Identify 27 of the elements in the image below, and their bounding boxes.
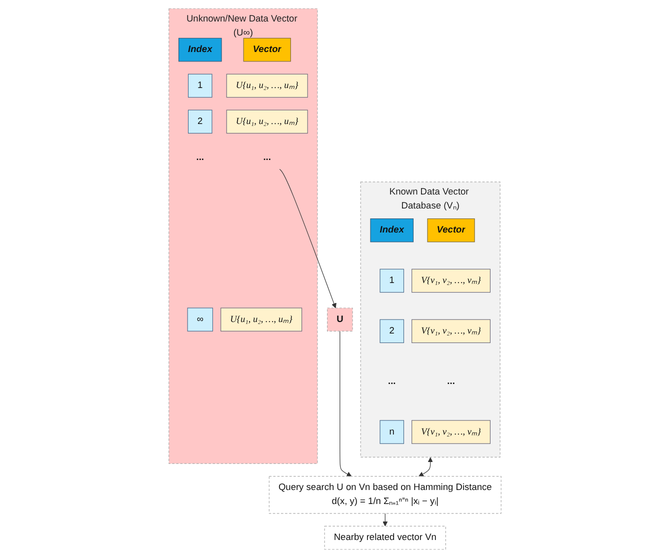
node-box: 2 bbox=[188, 110, 212, 134]
node-box: 1 bbox=[380, 268, 404, 293]
node-box: U{u₁, u₂, …, uₘ} bbox=[226, 74, 308, 98]
node-text: ... bbox=[447, 376, 455, 386]
node-box: Nearby related vector Vn bbox=[324, 526, 446, 550]
node-box: U{u₁, u₂, …, uₘ} bbox=[220, 308, 302, 332]
node-box: U{u₁, u₂, …, uₘ} bbox=[226, 110, 308, 134]
arrow bbox=[382, 513, 388, 526]
node-box: V{v₁, v₂, …, vₘ} bbox=[412, 420, 491, 444]
arrow bbox=[279, 168, 336, 308]
node-box: Query search U on Vn based on Hamming Distance d(x, y) = 1/n Σₙ₌₁ⁿ⁼ⁿ |xᵢ − yᵢ| bbox=[268, 476, 502, 514]
node-box: 1 bbox=[188, 74, 212, 98]
arrow bbox=[340, 330, 352, 477]
arrow bbox=[418, 457, 433, 477]
node-text: ... bbox=[263, 152, 271, 162]
node-box: Index bbox=[178, 38, 222, 62]
node-box: ∞ bbox=[187, 308, 213, 332]
node-box: U bbox=[327, 308, 353, 332]
node-box: Index bbox=[370, 218, 414, 242]
node-box: V{v₁, v₂, …, vₘ} bbox=[412, 319, 491, 344]
node-text: ... bbox=[388, 376, 396, 386]
node-box: n bbox=[380, 420, 404, 444]
node-box: Vector bbox=[243, 38, 291, 62]
node-box: 2 bbox=[380, 319, 404, 344]
node-box: V{v₁, v₂, …, vₘ} bbox=[412, 268, 491, 293]
node-box: Vector bbox=[427, 218, 475, 242]
node-text: ... bbox=[196, 152, 204, 162]
